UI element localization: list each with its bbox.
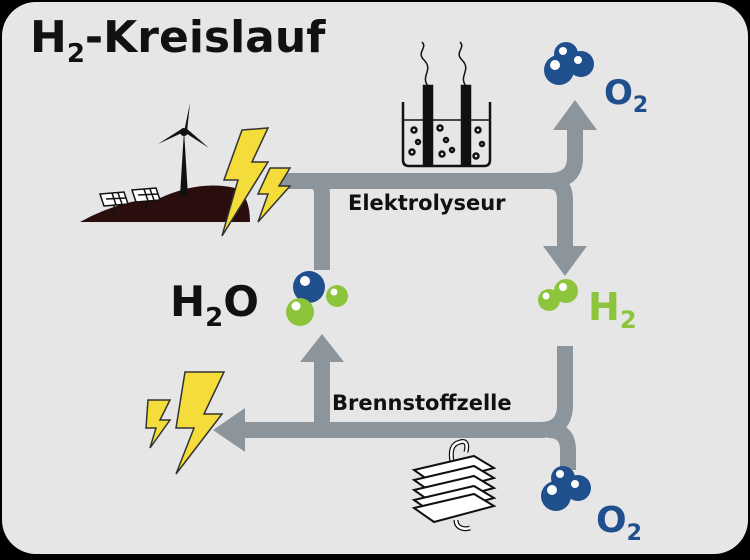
molecule-icon (544, 42, 594, 85)
oxygen-to-fuel-cell-path (547, 422, 576, 470)
lightning-icon (221, 127, 292, 237)
flow-arrows (240, 128, 583, 470)
renewable-source (80, 103, 292, 237)
lightning-icon (145, 371, 226, 475)
molecule-icon (541, 466, 591, 511)
oxygen-bottom: O2 (541, 466, 642, 546)
arrow-head-down-hydrogen (543, 246, 587, 276)
oxygen-bottom-label: O2 (596, 500, 642, 546)
page-title: H2-Kreislauf (30, 12, 326, 69)
molecule-icon (538, 279, 578, 311)
wind-turbine-icon (158, 103, 209, 196)
electrolyser-to-hydrogen-path (547, 173, 573, 250)
water: H2O (170, 271, 348, 333)
electrolyser-label: Elektrolyseur (348, 191, 506, 215)
hill-icon (80, 185, 250, 222)
fuel-cell-label: Brennstoffzelle (332, 391, 512, 415)
fuel-cell-stack-icon (411, 439, 497, 532)
molecule-icon (286, 271, 348, 326)
water-label: H2O (170, 277, 259, 333)
hydrogen-label: H2 (588, 285, 637, 334)
solar-panel-icon (98, 187, 162, 214)
arrow-head-up-water (300, 334, 344, 362)
hydrogen: H2 (538, 279, 637, 334)
arrow-head-left-energy (213, 408, 245, 452)
electrolysis-cell-icon (401, 41, 492, 168)
oxygen-top: O2 (544, 42, 648, 118)
arrow-head-up-oxygen (553, 100, 597, 130)
arrow-heads (213, 100, 597, 452)
oxygen-top-label: O2 (604, 73, 648, 118)
